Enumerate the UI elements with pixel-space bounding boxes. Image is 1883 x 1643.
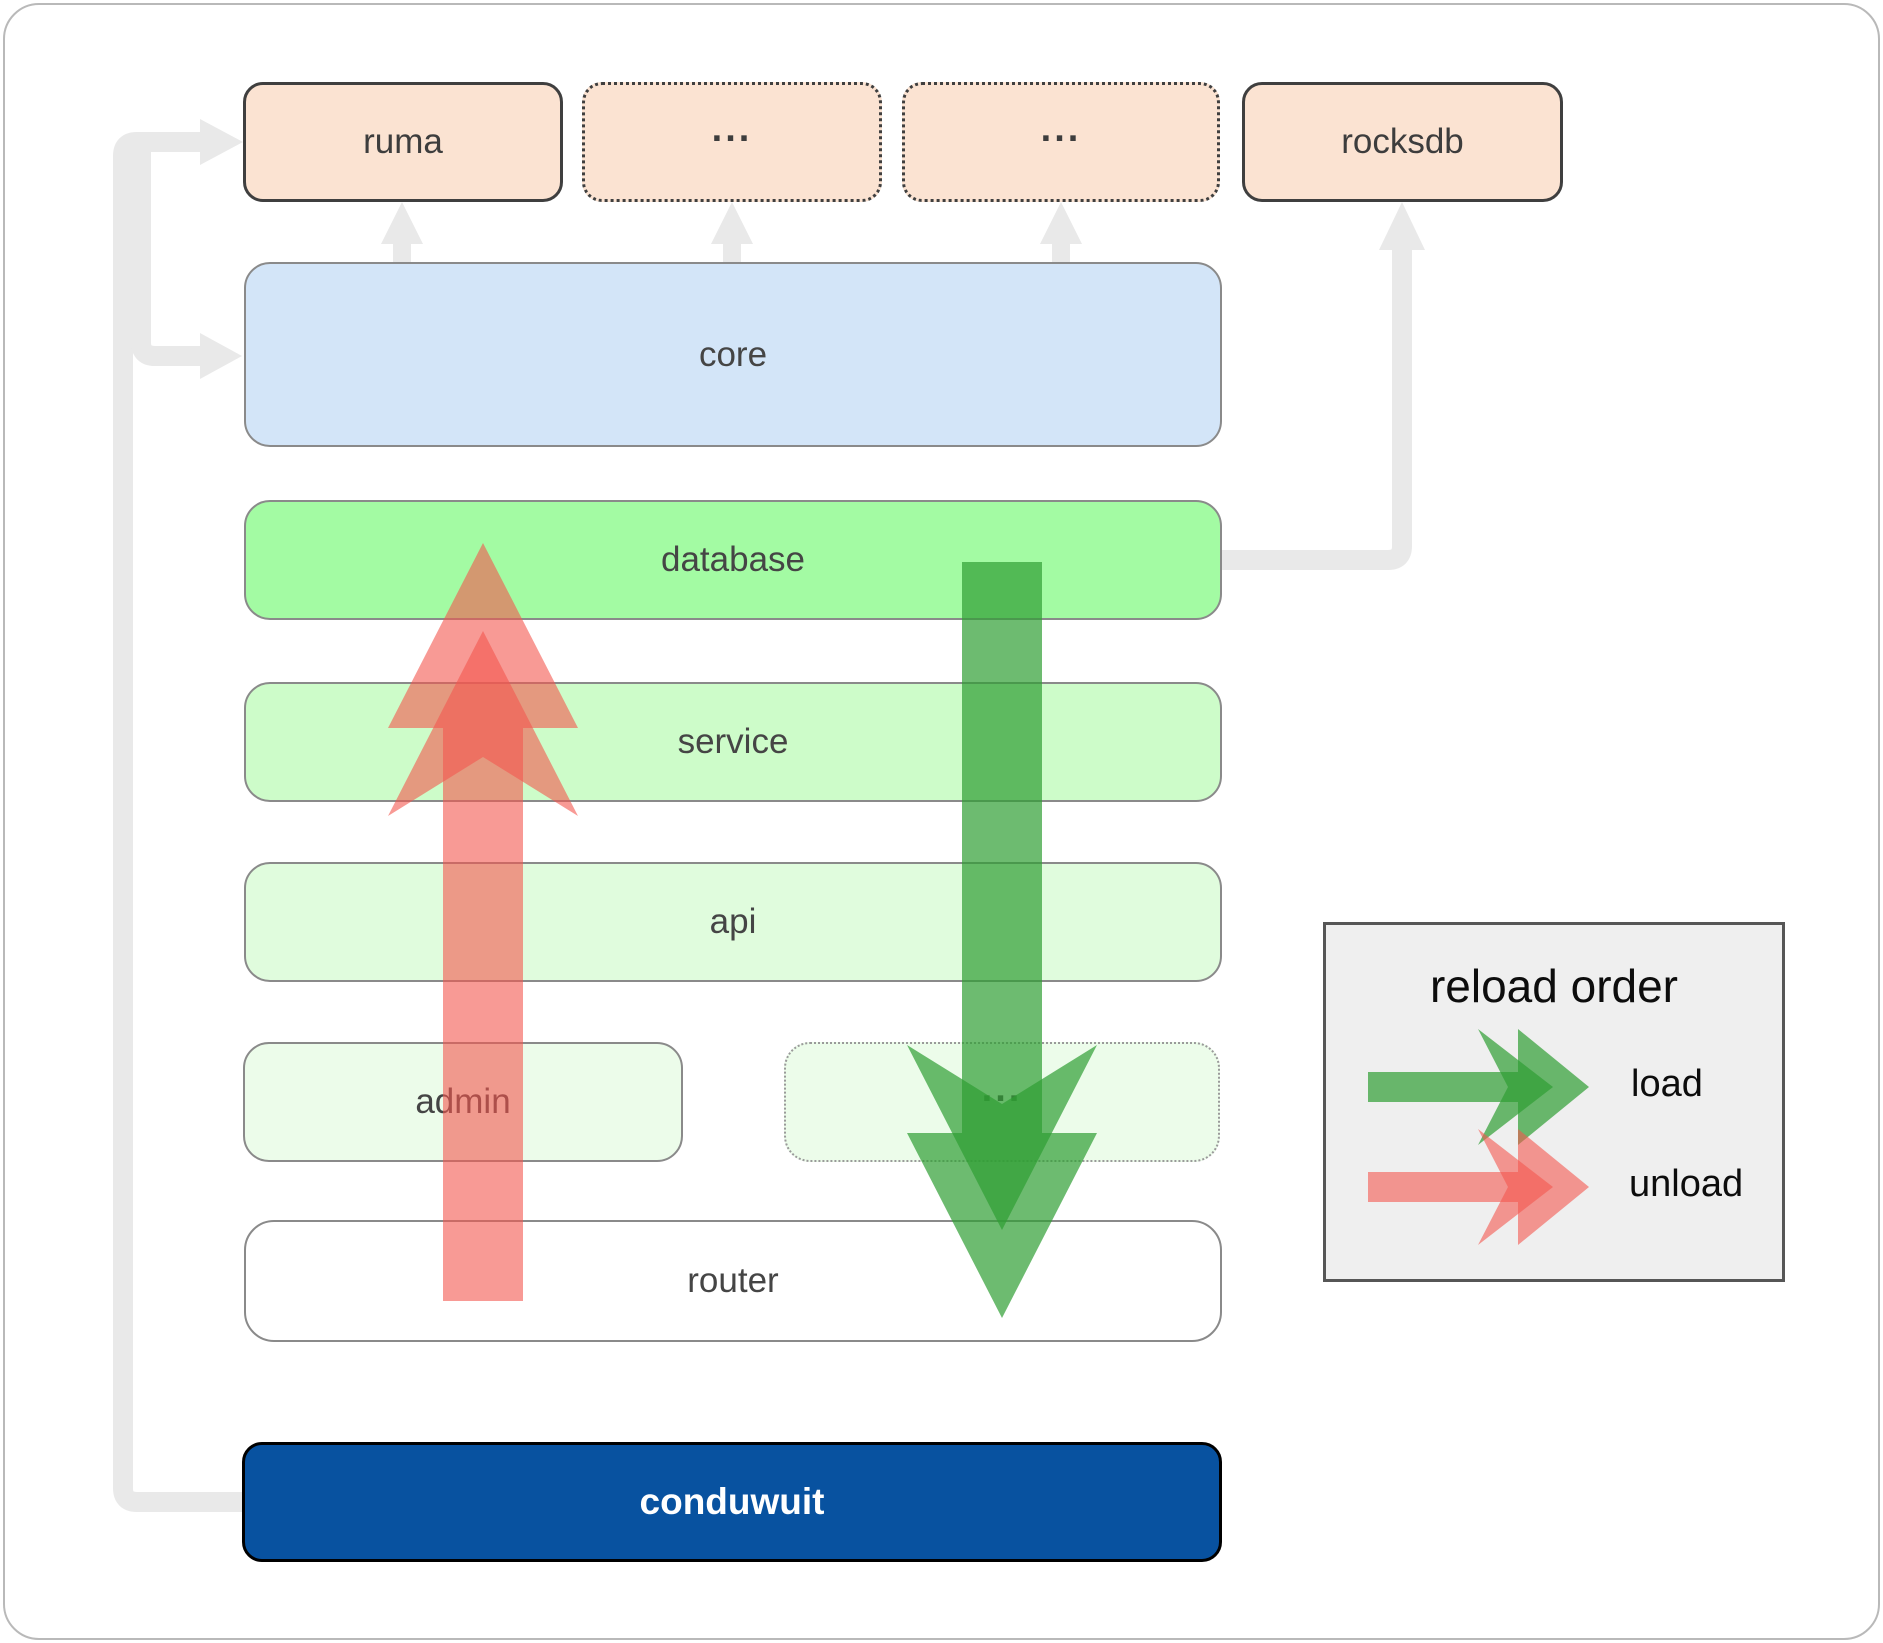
legend-load-label: load <box>1631 1063 1703 1105</box>
legend-unload-arrow-dart-icon <box>1478 1129 1553 1245</box>
legend-title: reload order <box>1429 960 1679 1012</box>
layer-label-api: api <box>709 902 757 941</box>
layer-label-core: core <box>698 334 768 374</box>
crate-label-ruma: ruma <box>363 122 443 161</box>
legend-arrow-samples <box>1368 1029 1589 1245</box>
layer-label-conduwuit: conduwuit <box>639 1481 825 1522</box>
crate-box-rocksdb: rocksdb <box>1242 82 1563 202</box>
layer-box-router: router <box>244 1220 1222 1342</box>
legend-load-arrow-icon <box>1368 1029 1589 1145</box>
layer-box-api: api <box>244 862 1222 982</box>
legend-load-arrow-dart-icon <box>1478 1029 1553 1145</box>
layer-label-service: service <box>677 722 789 761</box>
crate-label-rocksdb: rocksdb <box>1341 122 1464 161</box>
layer-box-database: database <box>244 500 1222 620</box>
legend-unload-arrow-icon <box>1368 1129 1589 1245</box>
crate-label-more-1: ... <box>711 107 753 150</box>
outer-frame-border <box>3 3 1880 1640</box>
crate-box-more-1: ... <box>582 82 882 202</box>
layer-box-admin-more: ... <box>784 1042 1220 1162</box>
layer-box-admin: admin <box>243 1042 683 1162</box>
legend-unload-label: unload <box>1629 1163 1744 1205</box>
legend-panel: reload order load unload <box>1323 922 1785 1282</box>
layer-label-admin-more: ... <box>981 1067 1023 1110</box>
layer-label-router: router <box>687 1261 779 1300</box>
layer-label-admin: admin <box>415 1082 511 1121</box>
crate-box-ruma: ruma <box>243 82 563 202</box>
crate-label-more-2: ... <box>1040 107 1082 150</box>
layer-box-service: service <box>244 682 1222 802</box>
layer-label-database: database <box>660 540 806 579</box>
layer-box-conduwuit: conduwuit <box>242 1442 1222 1562</box>
layer-box-core: core <box>244 262 1222 447</box>
crate-box-more-2: ... <box>902 82 1220 202</box>
